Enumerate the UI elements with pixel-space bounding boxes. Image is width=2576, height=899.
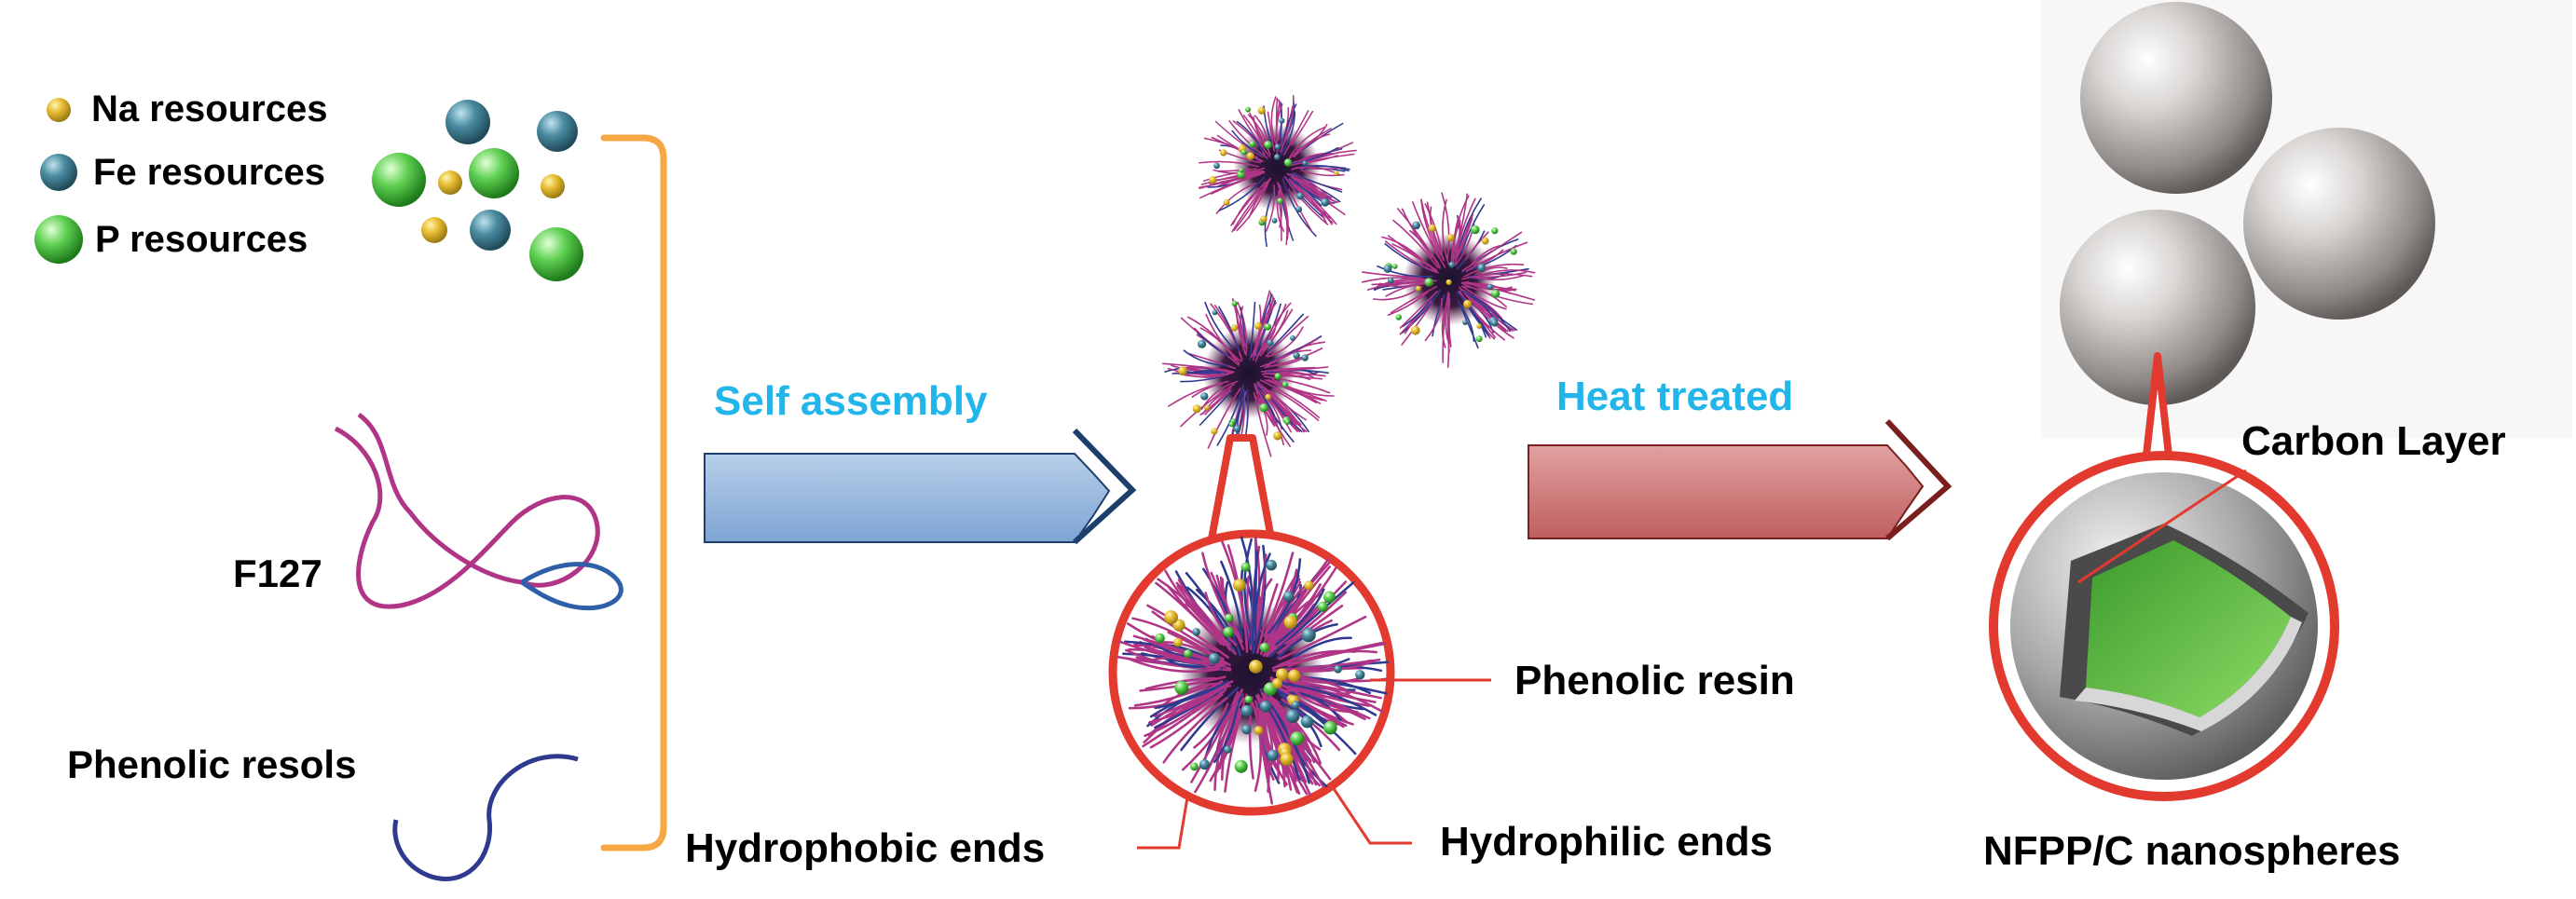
nanosphere [2060, 210, 2255, 405]
product-label: NFPP/C nanospheres [1983, 828, 2400, 874]
p-particle [372, 153, 426, 207]
f127-polymer [334, 412, 623, 611]
phenolic-resol-polymer [392, 754, 579, 882]
magnified-micelle [1108, 434, 1395, 816]
hydrophilic-ends-label: Hydrophilic ends [1440, 819, 1773, 865]
magnified-nanosphere [1989, 352, 2339, 801]
legend: Na resources Fe resources P resources [34, 89, 327, 264]
nfpp-core [2086, 540, 2291, 717]
phenolic-resin-label: Phenolic resin [1514, 658, 1795, 703]
na-particle [541, 174, 565, 198]
precursor-particles [372, 100, 583, 281]
na-particle [421, 217, 447, 243]
fe-particle [445, 100, 490, 144]
f127-label: F127 [233, 552, 322, 595]
fe-legend-label: Fe resources [93, 152, 325, 193]
p-particle [529, 227, 583, 281]
hydrophobic-ends-label: Hydrophobic ends [685, 825, 1045, 871]
carbon-layer-label: Carbon Layer [2241, 418, 2506, 464]
micelle-cluster [1161, 94, 1536, 461]
micelle [1198, 94, 1357, 248]
na-particle [438, 170, 462, 195]
hydrophilic-ends-leader [1331, 786, 1412, 845]
micelle [1117, 536, 1390, 805]
p-particle [469, 148, 519, 198]
heat-treated-label: Heat treated [1556, 374, 1793, 419]
fe-particle [537, 111, 578, 152]
micelle-detail [1117, 536, 1390, 805]
p-legend-label: P resources [95, 219, 308, 260]
self-assembly-label: Self assembly [714, 378, 988, 424]
na-legend-dot [47, 98, 71, 122]
nanosphere [2080, 2, 2272, 194]
self-assembly-arrow [704, 428, 1137, 545]
carbon-layer-leader [2077, 469, 2247, 584]
hydrophobic-ends-leader [1137, 791, 1190, 850]
na-legend-label: Na resources [91, 89, 327, 129]
micelle [1361, 192, 1536, 369]
phenolic-resols-label: Phenolic resols [67, 742, 356, 786]
precursor-bracket [600, 134, 667, 851]
heat-treated-arrow [1528, 418, 1953, 541]
nfpp-c-nanospheres [2041, 0, 2572, 438]
micelle [1161, 290, 1335, 461]
nanosphere [2243, 128, 2435, 320]
p-legend-dot [34, 215, 83, 264]
fe-particle [470, 210, 511, 251]
fe-legend-dot [40, 154, 77, 191]
